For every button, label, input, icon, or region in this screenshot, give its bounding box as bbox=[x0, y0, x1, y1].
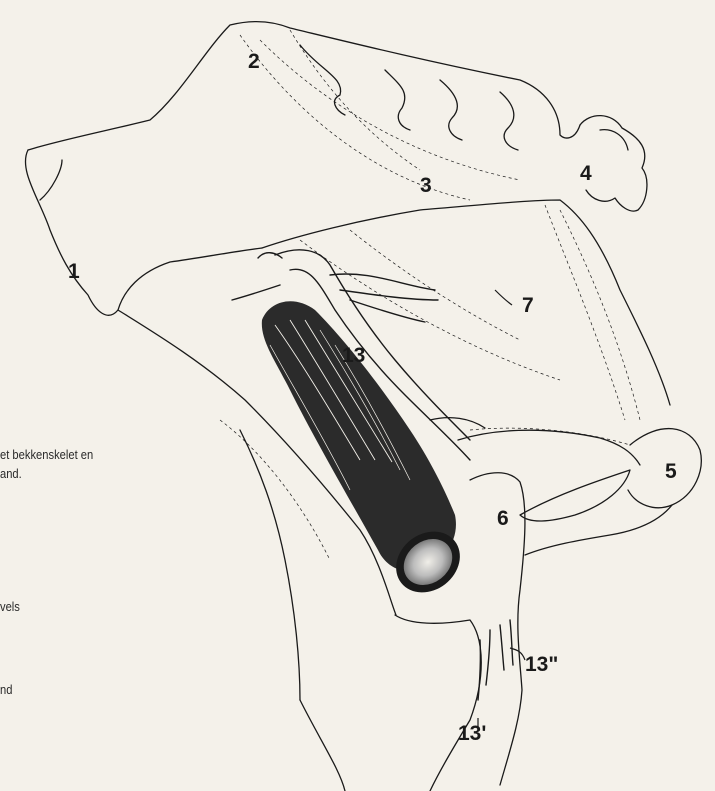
caption-line-3: vels bbox=[0, 597, 20, 616]
label-4: 4 bbox=[580, 162, 592, 185]
label-13: 13 bbox=[342, 344, 365, 367]
label-2: 2 bbox=[248, 50, 260, 73]
caption-line-1: et bekkenskelet en bbox=[0, 445, 93, 464]
label-5: 5 bbox=[665, 460, 677, 483]
label-1: 1 bbox=[68, 260, 80, 283]
caption-line-2: and. bbox=[0, 464, 22, 483]
label-13-prime: 13' bbox=[458, 722, 486, 745]
label-13-double-prime: 13" bbox=[525, 653, 558, 676]
label-7: 7 bbox=[522, 294, 534, 317]
muscle-mass bbox=[262, 301, 456, 571]
label-6: 6 bbox=[497, 507, 509, 530]
caption-line-4: nd bbox=[0, 680, 12, 699]
label-3: 3 bbox=[420, 174, 432, 197]
